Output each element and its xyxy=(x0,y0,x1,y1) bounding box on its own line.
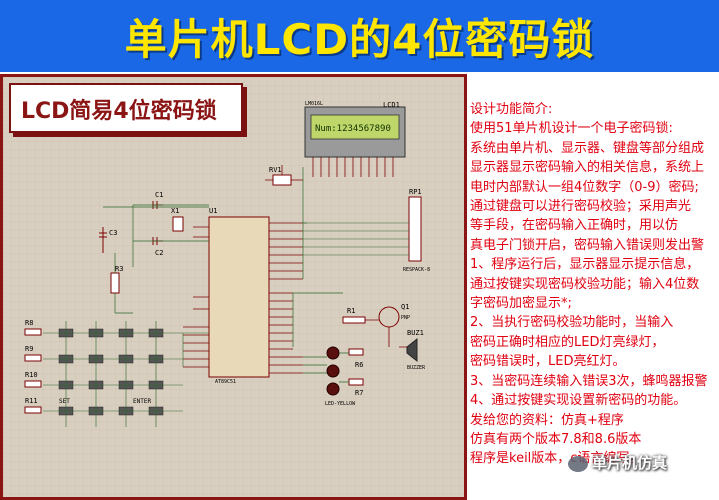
lcd-name-label: LCD1 xyxy=(383,101,400,109)
r8-label: R8 xyxy=(25,319,33,327)
description-line: 使用51单片机设计一个电子密码锁: xyxy=(470,121,673,137)
description-line: 密码错误时，LED亮红灯。 xyxy=(470,354,626,370)
c1-label: C1 xyxy=(155,191,163,199)
description-line: 发给您的资料：仿真+程序 xyxy=(470,412,624,428)
description-line: 仿真有两个版本7.8和8.6版本 xyxy=(470,431,642,447)
lcd-part-label: LM016L xyxy=(305,101,323,107)
r6-label: R6 xyxy=(355,361,363,369)
description-line: 等手段，在密码输入正确时，用以仿 xyxy=(470,218,679,234)
resistor-pack-rp1: RP1 RESPACK-8 xyxy=(303,188,430,273)
description-line: 通过按键实现密码校验功能；输入4位数 xyxy=(470,276,700,292)
description-line: 设计功能简介: xyxy=(470,102,553,117)
banner-title: 单片机LCD的4位密码锁 xyxy=(124,15,595,64)
c3-label: C3 xyxy=(109,229,117,237)
description-line: 电时内部默认一组4位数字（0-9）密码; xyxy=(470,179,699,195)
description-line: 真电子门锁开启，密码输入错误则发出警 xyxy=(470,237,705,253)
c2-label: C2 xyxy=(155,249,163,257)
key-set-label: SET xyxy=(59,398,70,405)
r3-label: R3 xyxy=(115,265,123,273)
r10-label: R10 xyxy=(25,371,38,379)
schematic-frame: Num:1234567890 LCD1 LM016L RV1 U1 AT89C5… xyxy=(0,74,467,500)
mcu-label: U1 xyxy=(209,207,217,215)
subtitle-box: LCD简易4位密码锁 xyxy=(9,83,243,133)
key-enter-label: ENTER xyxy=(133,398,151,405)
circuit-schematic: Num:1234567890 LCD1 LM016L RV1 U1 AT89C5… xyxy=(24,101,430,427)
r11-label: R11 xyxy=(25,397,38,405)
feature-description: 设计功能简介: 使用51单片机设计一个电子密码锁: 系统由单片机、显示器、键盘等… xyxy=(470,100,718,500)
title-banner: 单片机LCD的4位密码锁 xyxy=(0,0,719,72)
r1-label: R1 xyxy=(347,307,355,315)
description-line: 系统由单片机、显示器、键盘等部分组成 xyxy=(470,140,705,156)
watermark-text: 单片机仿真 xyxy=(592,454,668,472)
led-label: LED-YELLOW xyxy=(325,401,356,407)
mcu-u1: U1 AT89C51 xyxy=(183,167,343,385)
r9-label: R9 xyxy=(25,345,33,353)
rp-part-label: RESPACK-8 xyxy=(403,267,430,273)
q1-part-label: PNP xyxy=(401,315,410,321)
rv-label: RV1 xyxy=(269,166,282,174)
description-line: 字密码加密显示*; xyxy=(470,296,572,312)
subtitle: LCD简易4位密码锁 xyxy=(21,99,217,124)
description-line: 密码正确时相应的LED灯亮绿灯， xyxy=(470,334,665,350)
buz-part-label: BUZZER xyxy=(407,365,426,371)
indicator-leds: R6 R7 LED-YELLOW xyxy=(303,346,364,407)
lcd-display-text: Num:1234567890 xyxy=(315,124,391,134)
description-line: 1、程序运行后，显示器显示提示信息， xyxy=(470,257,700,273)
r7-label: R7 xyxy=(355,389,363,397)
description-line: 3、当密码连续输入错误3次，蜂鸣器报警 xyxy=(470,373,708,389)
buzzer-driver: R1 Q1 PNP BUZ1 BUZZER xyxy=(342,303,426,371)
mcu-part-label: AT89C51 xyxy=(215,379,236,385)
description-line: 通过键盘可以进行密码校验；采用声光 xyxy=(470,199,692,215)
watermark: 单片机仿真 xyxy=(568,452,718,478)
description-line: 程序是keil版本，c语言编写。 xyxy=(470,451,643,467)
x1-label: X1 xyxy=(171,207,179,215)
keypad-matrix: R8 R9 R10 R11 SET ENTER xyxy=(24,319,209,427)
description-line: 2、当执行密码校验功能时，当输入 xyxy=(470,315,674,331)
lcd-module: Num:1234567890 LCD1 LM016L xyxy=(304,101,406,177)
oscillator-circuit: X1 C1 C2 C3 R3 xyxy=(99,191,209,314)
wechat-icon xyxy=(568,455,588,472)
buz-label: BUZ1 xyxy=(407,329,424,337)
rp-label: RP1 xyxy=(409,188,422,196)
potentiometer-rv1: RV1 xyxy=(265,165,303,186)
description-line: 显示器显示密码输入的相关信息，系统上 xyxy=(470,160,705,176)
q1-label: Q1 xyxy=(401,303,409,311)
description-line: 4、通过按键实现设置新密码的功能。 xyxy=(470,393,687,409)
